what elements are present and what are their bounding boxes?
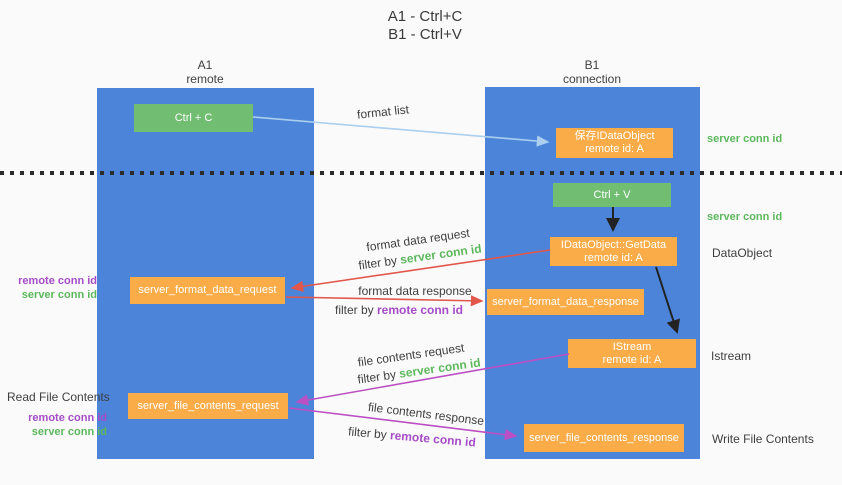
file-request-label: server_file_contents_request bbox=[137, 399, 279, 412]
left-remote-conn-id-2: remote conn id bbox=[28, 412, 107, 424]
right-server-conn-id-1: server conn id bbox=[707, 133, 783, 145]
file-response-label: server_file_contents_response bbox=[529, 431, 679, 444]
ctrl-v-label: Ctrl + V bbox=[593, 188, 631, 201]
node-istream: IStream remote id: A bbox=[568, 339, 696, 368]
saved-dataobject-line1: 保存IDataObject bbox=[574, 130, 655, 142]
node-ctrl-c: Ctrl + C bbox=[134, 104, 253, 132]
format-response-label: server_format_data_response bbox=[492, 295, 639, 308]
left-conn-id-pair-bottom: remote conn id server conn id bbox=[0, 411, 107, 439]
istream-line2: remote id: A bbox=[602, 353, 662, 366]
format-request-label: server_format_data_request bbox=[138, 284, 277, 296]
node-format-response: server_format_data_response bbox=[487, 289, 644, 315]
saved-dataobject-line2: remote id: A bbox=[585, 143, 644, 155]
ctrl-c-label: Ctrl + C bbox=[174, 111, 213, 124]
left-server-conn-id-2: server conn id bbox=[31, 426, 107, 438]
node-file-request: server_file_contents_request bbox=[128, 393, 288, 419]
istream-line1: IStream bbox=[612, 340, 652, 353]
read-file-contents-label: Read File Contents bbox=[7, 390, 110, 404]
column-header-a1: A1 remote bbox=[140, 58, 270, 86]
right-dataobject-label: DataObject bbox=[712, 246, 773, 260]
column-a1-role: remote bbox=[186, 72, 224, 86]
left-conn-id-pair-top: remote conn id server conn id bbox=[0, 274, 97, 302]
left-remote-conn-id-1: remote conn id bbox=[18, 275, 97, 287]
node-saved-dataobject: 保存IDataObject remote id: A bbox=[556, 128, 673, 158]
right-server-conn-id-2: server conn id bbox=[707, 211, 783, 223]
node-file-response: server_file_contents_response bbox=[524, 424, 684, 452]
label-filter-by-remote-2: filter by remote conn id bbox=[347, 424, 477, 450]
remote-conn-id-text: remote conn id bbox=[389, 428, 477, 450]
diagram-title: A1 - Ctrl+C B1 - Ctrl+V bbox=[330, 8, 520, 44]
label-file-contents-response: file contents response bbox=[367, 399, 485, 429]
column-a1-id: A1 bbox=[197, 58, 213, 72]
getdata-line1: IDataObject::GetData bbox=[560, 238, 667, 251]
column-b1-role: connection bbox=[562, 72, 622, 86]
column-b1-id: B1 bbox=[584, 58, 600, 72]
node-getdata: IDataObject::GetData remote id: A bbox=[550, 237, 677, 266]
dashed-separator bbox=[0, 171, 842, 175]
label-format-data-response: format data response bbox=[358, 284, 472, 298]
title-line-2: B1 - Ctrl+V bbox=[388, 26, 462, 43]
node-format-request: server_format_data_request bbox=[130, 277, 285, 304]
label-format-list: format list bbox=[356, 102, 410, 122]
right-istream-label: Istream bbox=[711, 349, 752, 363]
label-filter-by-remote-1: filter by remote conn id bbox=[334, 303, 464, 317]
left-server-conn-id-1: server conn id bbox=[21, 289, 97, 301]
title-line-1: A1 - Ctrl+C bbox=[387, 8, 463, 25]
remote-conn-id-text: remote conn id bbox=[377, 303, 464, 317]
getdata-line2: remote id: A bbox=[584, 251, 643, 264]
node-ctrl-v: Ctrl + V bbox=[553, 183, 671, 207]
column-header-b1: B1 connection bbox=[527, 58, 657, 86]
right-write-file-label: Write File Contents bbox=[712, 432, 814, 446]
